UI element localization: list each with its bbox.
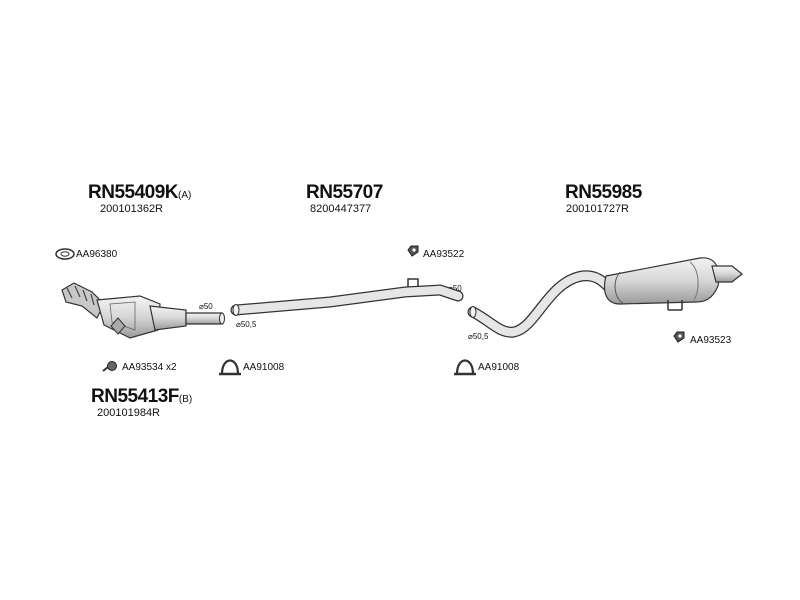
- clamp-icon: [219, 359, 241, 376]
- gasket-icon: [55, 248, 75, 260]
- diameter-middle-inlet: ⌀50,5: [236, 320, 257, 329]
- diameter-cat-outlet: ⌀50: [199, 302, 213, 311]
- catalyst-drawing: [61, 282, 225, 339]
- hanger-icon: [673, 331, 685, 343]
- part-code-front-pipe: RN55409K(A): [88, 182, 192, 203]
- accessory-clamp-2-label: AA91008: [478, 362, 520, 373]
- hanger-icon: [407, 245, 419, 257]
- part-code-rear-silencer: RN55985: [565, 182, 642, 203]
- bolts-qty: x2: [165, 362, 177, 373]
- diameter-middle-outlet: ⌀50: [448, 284, 462, 293]
- part-code-middle-pipe: RN55707: [306, 182, 383, 203]
- bolt-icon: [102, 361, 117, 372]
- middle-pipe-drawing: [230, 278, 464, 316]
- oe-number-rear-silencer: 200101727R: [566, 203, 630, 215]
- oe-number-middle-pipe: 8200447377: [310, 203, 372, 215]
- diameter-rear-inlet: ⌀50,5: [468, 332, 489, 341]
- accessory-gasket-label: AA96380: [76, 249, 118, 260]
- rear-silencer-drawing: [467, 257, 743, 338]
- accessory-hanger-2-label: AA93523: [690, 335, 732, 346]
- oe-number-front-pipe: 200101362R: [100, 203, 164, 215]
- clamp-icon: [454, 359, 476, 376]
- accessory-clamp-1-label: AA91008: [243, 362, 285, 373]
- variant-label: (B): [178, 394, 193, 405]
- accessory-bolts-label: AA93534 x2: [122, 362, 177, 373]
- part-code-catalyst: RN55413F(B): [91, 386, 193, 407]
- variant-label: (A): [178, 190, 192, 201]
- oe-number-catalyst: 200101984R: [97, 407, 161, 419]
- accessory-hanger-1-label: AA93522: [423, 249, 465, 260]
